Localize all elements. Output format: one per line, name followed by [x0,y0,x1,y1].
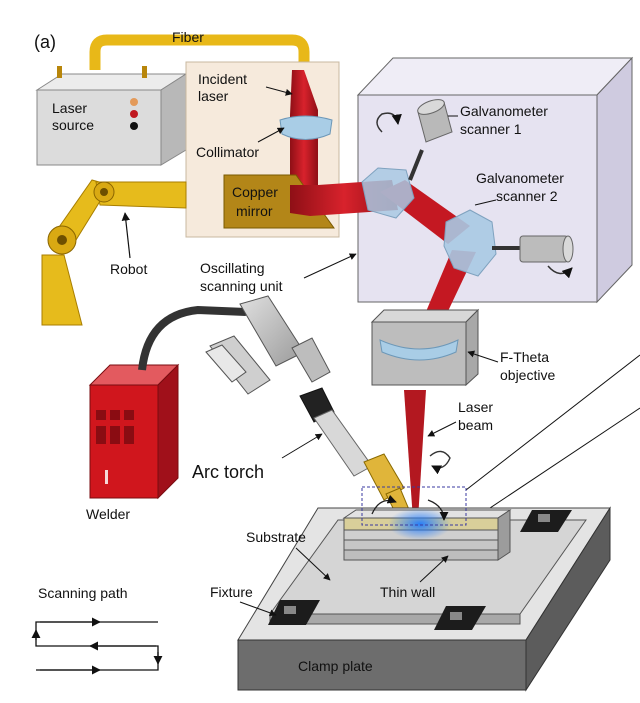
galvo-2-label-line1: Galvanometer [476,170,564,186]
galvo-1-label-line2: scanner 1 [460,121,522,137]
scanning-path-label: Scanning path [38,585,128,601]
clamp-plate-label: Clamp plate [298,658,373,674]
galvo-2-pointer [474,199,497,206]
galvo-motor-1 [408,99,453,181]
galvo-motor-2 [492,235,574,263]
incident-laser-label-line2: laser [198,88,229,104]
scanning-path-diagram [31,617,163,675]
f-theta-label-line1: F-Theta [500,349,549,365]
laser-source-label-line1: Laser [52,100,87,116]
incident-laser-label-line1: Incident [198,71,247,87]
collimator-pointer [257,127,285,143]
f-theta-label-line2: objective [500,367,555,383]
thin-wall-label: Thin wall [380,584,435,600]
fixture-label: Fixture [210,584,253,600]
torch-oscillation-arrow-icon [371,494,397,515]
panel-label: (a) [34,32,56,52]
galvo-mirror-2 [443,209,497,277]
indicator-light-black-icon [130,122,138,130]
oscillating-unit-pointer [303,253,357,279]
indicator-light-orange-icon [130,98,138,106]
oscillating-unit-label-line2: scanning unit [200,278,283,294]
copper-mirror-label-line2: mirror [236,203,273,219]
copper-mirror-label-line1: Copper [232,184,278,200]
galvo-2-label-line2: scanner 2 [496,188,558,204]
oscillating-unit-label-line1: Oscillating [200,260,265,276]
arc-torch-label: Arc torch [192,462,264,482]
welder-unit [88,363,180,500]
f-theta-objective [370,308,480,387]
callout-line-lower [465,407,640,525]
f-theta-pointer [467,350,499,363]
laser-source: Laser source [35,66,188,166]
thin-wall-pointer [419,555,449,583]
rotation-arrow-2-icon [547,265,573,279]
indicator-light-red-icon [130,110,138,118]
rotation-arrow-1-icon [376,112,402,133]
fixture-back-right [520,510,572,532]
laser-beam-focused [404,390,426,520]
fixture-front-left [268,600,320,625]
robot-label: Robot [110,261,147,277]
fiber-label: Fiber [172,29,204,45]
robot-pointer [121,212,131,259]
laser-beam-pointer [427,421,457,437]
beam-oscillation-arrow-icon [429,450,451,475]
substrate-pointer [295,547,331,581]
collimator-label: Collimator [196,144,259,160]
laser-beam-label-line2: beam [458,417,493,433]
substrate-label: Substrate [246,529,306,545]
incident-laser-pointer [265,86,293,96]
fixture-front-right [434,606,486,630]
robot-arm [41,179,187,326]
collimator-lens [279,115,333,140]
laser-beam-label-line1: Laser [458,399,493,415]
fiber-cable [89,34,310,70]
welding-cable [138,305,247,371]
melt-pool-glow [388,508,452,540]
welder-label: Welder [86,506,130,522]
fixture-pointer [239,601,277,617]
arc-torch-pointer [281,433,323,459]
process-zone-box [361,486,467,526]
beam-arc-arrow-icon [427,499,449,521]
galvo-1-label-line1: Galvanometer [460,103,548,119]
galvo-mirror-1 [361,167,415,219]
laser-source-label-line2: source [52,117,94,133]
callout-line-upper [465,354,640,491]
